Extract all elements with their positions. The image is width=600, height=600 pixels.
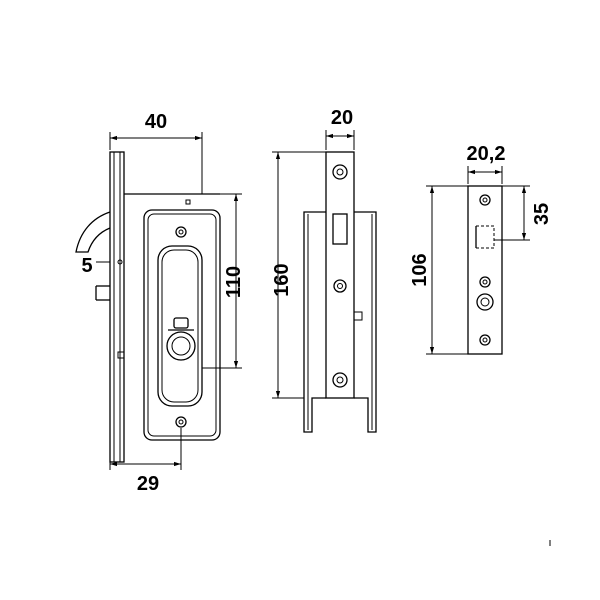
dim-front-width: 40 [145,111,167,133]
side-left-cover [303,211,326,433]
dim-faceplate-height: 106 [409,253,431,286]
hook-bolt [75,211,123,301]
front-recess [157,245,203,407]
side-bolt-slot [332,213,348,245]
front-bottom-screw [175,416,187,428]
faceplate-outline [467,185,503,355]
dim-front-height: 110 [223,266,245,298]
dim-front-backset: 29 [137,473,159,495]
side-faceplate [325,151,355,399]
front-back-plate [109,151,125,463]
dim-faceplate-offset: 35 [531,203,553,225]
dim-front-slot: 5 [81,255,92,277]
pull-ring [166,317,196,361]
dim-side-width: 20 [331,107,353,129]
front-cover-plate [143,209,221,441]
faceplate-bolt-hole [475,225,495,249]
side-right-cover [354,211,377,433]
front-top-screw [175,226,187,238]
dim-side-height: 160 [271,263,293,296]
dim-faceplate-width: 20,2 [467,143,506,165]
front-view: 40 5 110 29 [75,111,245,495]
faceplate-view: 20,2 106 35 [409,143,553,355]
side-view: 20 160 [271,107,377,433]
